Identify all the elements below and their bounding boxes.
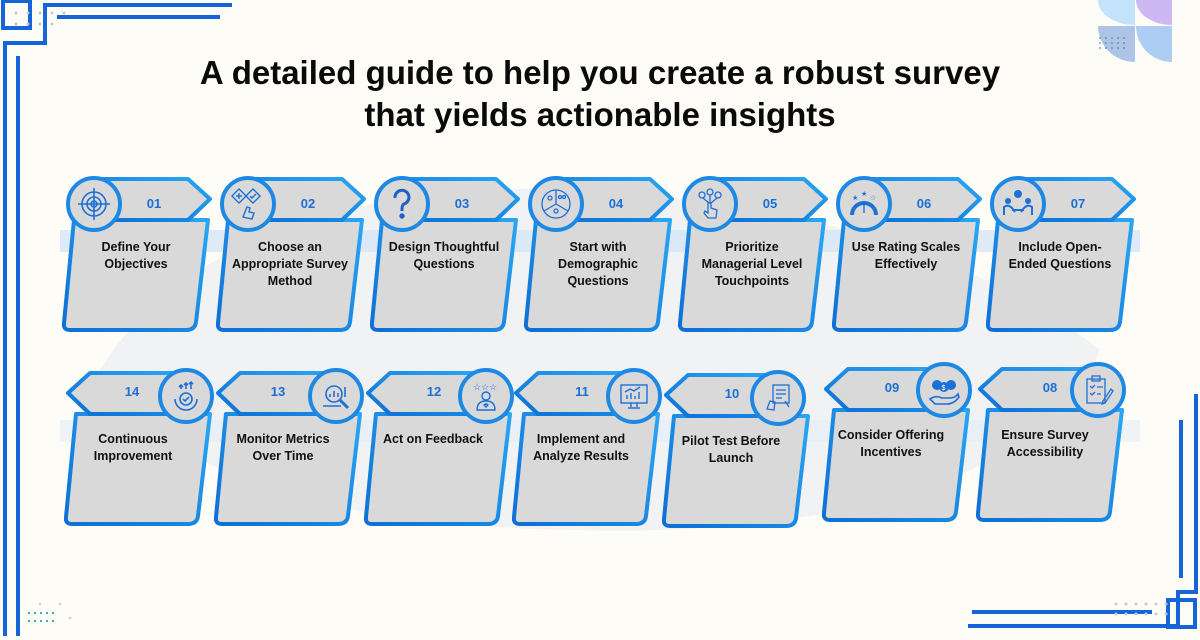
conversation-icon <box>990 176 1046 232</box>
step-card-07: 07 Include Open-Ended Questions <box>986 174 1136 334</box>
title-line-2: that yields actionable insights <box>364 96 836 133</box>
step-number: 09 <box>884 380 900 395</box>
step-card-08: 08 Ensure Survey Accessibility <box>976 362 1126 524</box>
step-label: Use Rating Scales Effectively <box>851 240 961 271</box>
step-number: 08 <box>1042 380 1058 395</box>
step-card-09: $ 09 Consider Offering Incentives <box>822 362 972 524</box>
step-number: 13 <box>270 384 286 399</box>
step-label: Monitor Metrics Over Time <box>236 432 330 463</box>
monitor-chart-icon <box>606 368 662 424</box>
pilot-test-icon <box>750 370 806 426</box>
step-label: Act on Feedback <box>382 432 484 446</box>
svg-text:☆☆☆: ☆☆☆ <box>473 382 497 392</box>
question-mark-icon <box>374 176 430 232</box>
step-label: Start with Demographic Questions <box>558 240 638 288</box>
step-label: Pilot Test Before Launch <box>681 434 781 465</box>
corner-decoration-top-left <box>1 0 232 636</box>
step-card-01: 01 Define Your Objectives <box>62 174 212 334</box>
clipboard-checklist-icon <box>1070 362 1126 418</box>
hand-select-icon <box>220 176 276 232</box>
step-card-02: 02 Choose an Appropriate Survey Method <box>216 174 366 334</box>
user-stars-icon: ☆☆☆ <box>458 368 514 424</box>
step-card-05: 05 Prioritize Managerial Level Touchpoin… <box>678 174 828 334</box>
step-card-13: 13 Monitor Metrics Over Time <box>214 368 364 528</box>
step-card-03: 03 Design Thoughtful Questions <box>370 174 520 334</box>
svg-text:★: ★ <box>861 190 867 198</box>
page-title: A detailed guide to help you create a ro… <box>0 52 1200 136</box>
step-number: 12 <box>426 384 442 399</box>
step-number: 07 <box>1070 196 1086 211</box>
step-card-04: 04 Start with Demographic Questions <box>524 174 674 334</box>
step-card-11: 11 Implement and Analyze Results <box>512 368 662 528</box>
step-number: 03 <box>454 196 470 211</box>
svg-text:★: ★ <box>852 194 858 202</box>
step-card-14: 14 Continuous Improvement <box>64 368 214 528</box>
step-label: Include Open-Ended Questions <box>1008 240 1112 271</box>
touch-nodes-icon <box>682 176 738 232</box>
corner-decoration-bottom-left <box>28 602 72 622</box>
step-number: 04 <box>608 196 624 211</box>
svg-text:☆: ☆ <box>870 194 876 202</box>
step-label: Ensure Survey Accessibility <box>1001 428 1089 459</box>
step-card-06: ★★☆ 06 Use Rating Scales Effectively <box>832 174 982 334</box>
target-icon <box>66 176 122 232</box>
step-label: Consider Offering Incentives <box>837 428 945 459</box>
step-label: Continuous Improvement <box>93 432 173 463</box>
step-number: 14 <box>124 384 140 399</box>
chart-magnifier-icon <box>308 368 364 424</box>
step-number: 02 <box>300 196 316 211</box>
step-card-10: 10 Pilot Test Before Launch <box>662 370 812 530</box>
step-number: 05 <box>762 196 778 211</box>
step-label: Design Thoughtful Questions <box>388 240 500 271</box>
step-card-12: ☆☆☆ 12 Act on Feedback <box>364 368 514 528</box>
title-line-1: A detailed guide to help you create a ro… <box>199 54 1001 91</box>
step-label: Implement and Analyze Results <box>533 432 629 463</box>
money-bags-hand-icon: $ <box>916 362 972 418</box>
step-number: 11 <box>575 384 589 399</box>
corner-decoration-bottom-right <box>968 394 1198 629</box>
rating-gauge-icon: ★★☆ <box>836 176 892 232</box>
gear-arrows-icon <box>158 368 214 424</box>
step-number: 06 <box>916 196 932 211</box>
corner-decoration-top-right <box>1098 0 1172 62</box>
step-label: Prioritize Managerial Level Touchpoints <box>701 240 803 288</box>
step-label: Define Your Objectives <box>101 240 171 271</box>
step-number: 10 <box>724 386 740 401</box>
step-label: Choose an Appropriate Survey Method <box>231 240 348 288</box>
demographics-pie-icon <box>528 176 584 232</box>
svg-text:$: $ <box>942 385 946 392</box>
step-number: 01 <box>146 196 162 211</box>
